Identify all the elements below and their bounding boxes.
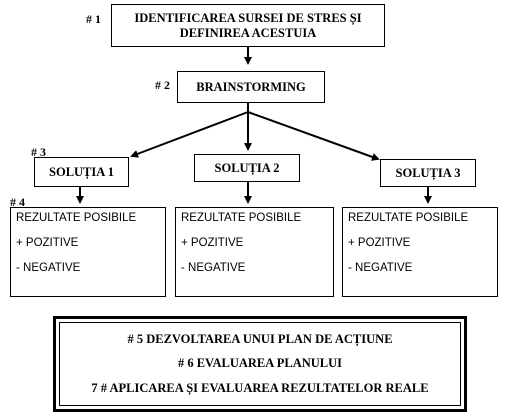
step6-text: # 6 EVALUAREA PLANULUI [177, 356, 343, 371]
results3-negative: - NEGATIVE [348, 262, 413, 274]
step1-label: # 1 [86, 12, 101, 26]
step2-box: BRAINSTORMING [177, 71, 325, 103]
step1-text-line2: DEFINIREA ACESTUIA [179, 25, 317, 40]
results1-title: REZULTATE POSIBILE [16, 212, 137, 224]
solution1-box: SOLUȚIA 1 [34, 157, 129, 187]
step2-label: # 2 [155, 78, 170, 92]
results2-title: REZULTATE POSIBILE [181, 212, 302, 224]
final-steps-box: # 5 DEZVOLTAREA UNUI PLAN DE ACȚIUNE # 6… [53, 316, 467, 412]
results3-positive: + POZITIVE [348, 237, 411, 249]
solution2-title: SOLUȚIA 2 [214, 160, 280, 175]
results1-negative: - NEGATIVE [16, 262, 81, 274]
step1-box: IDENTIFICAREA SURSEI DE STRES ȘI DEFINIR… [111, 4, 385, 47]
solution2-box: SOLUȚIA 2 [194, 154, 300, 182]
step7-text: 7 # APLICAREA ȘI EVALUAREA REZULTATELOR … [91, 381, 429, 396]
step4-label: # 4 [10, 195, 25, 209]
results3-box: REZULTATE POSIBILE + POZITIVE - NEGATIVE [342, 207, 498, 297]
results1-positive: + POZITIVE [16, 237, 79, 249]
step2-text: BRAINSTORMING [196, 79, 306, 94]
step1-text-line1: IDENTIFICAREA SURSEI DE STRES ȘI [134, 10, 362, 25]
results1-box: REZULTATE POSIBILE + POZITIVE - NEGATIVE [10, 207, 166, 297]
solution3-box: SOLUȚIA 3 [380, 159, 476, 187]
solution3-title: SOLUȚIA 3 [395, 165, 461, 180]
results2-negative: - NEGATIVE [181, 262, 246, 274]
results3-title: REZULTATE POSIBILE [348, 212, 469, 224]
arrow-step2-to-solution1 [130, 111, 249, 158]
final-steps-inner: # 5 DEZVOLTAREA UNUI PLAN DE ACȚIUNE # 6… [59, 322, 461, 406]
solution1-title: SOLUȚIA 1 [49, 164, 114, 179]
results2-box: REZULTATE POSIBILE + POZITIVE - NEGATIVE [175, 207, 334, 297]
step5-text: # 5 DEZVOLTAREA UNUI PLAN DE ACȚIUNE [127, 331, 393, 346]
step3-label: # 3 [31, 145, 46, 159]
results2-positive: + POZITIVE [181, 237, 244, 249]
arrow-step2-to-solution3 [247, 111, 380, 161]
